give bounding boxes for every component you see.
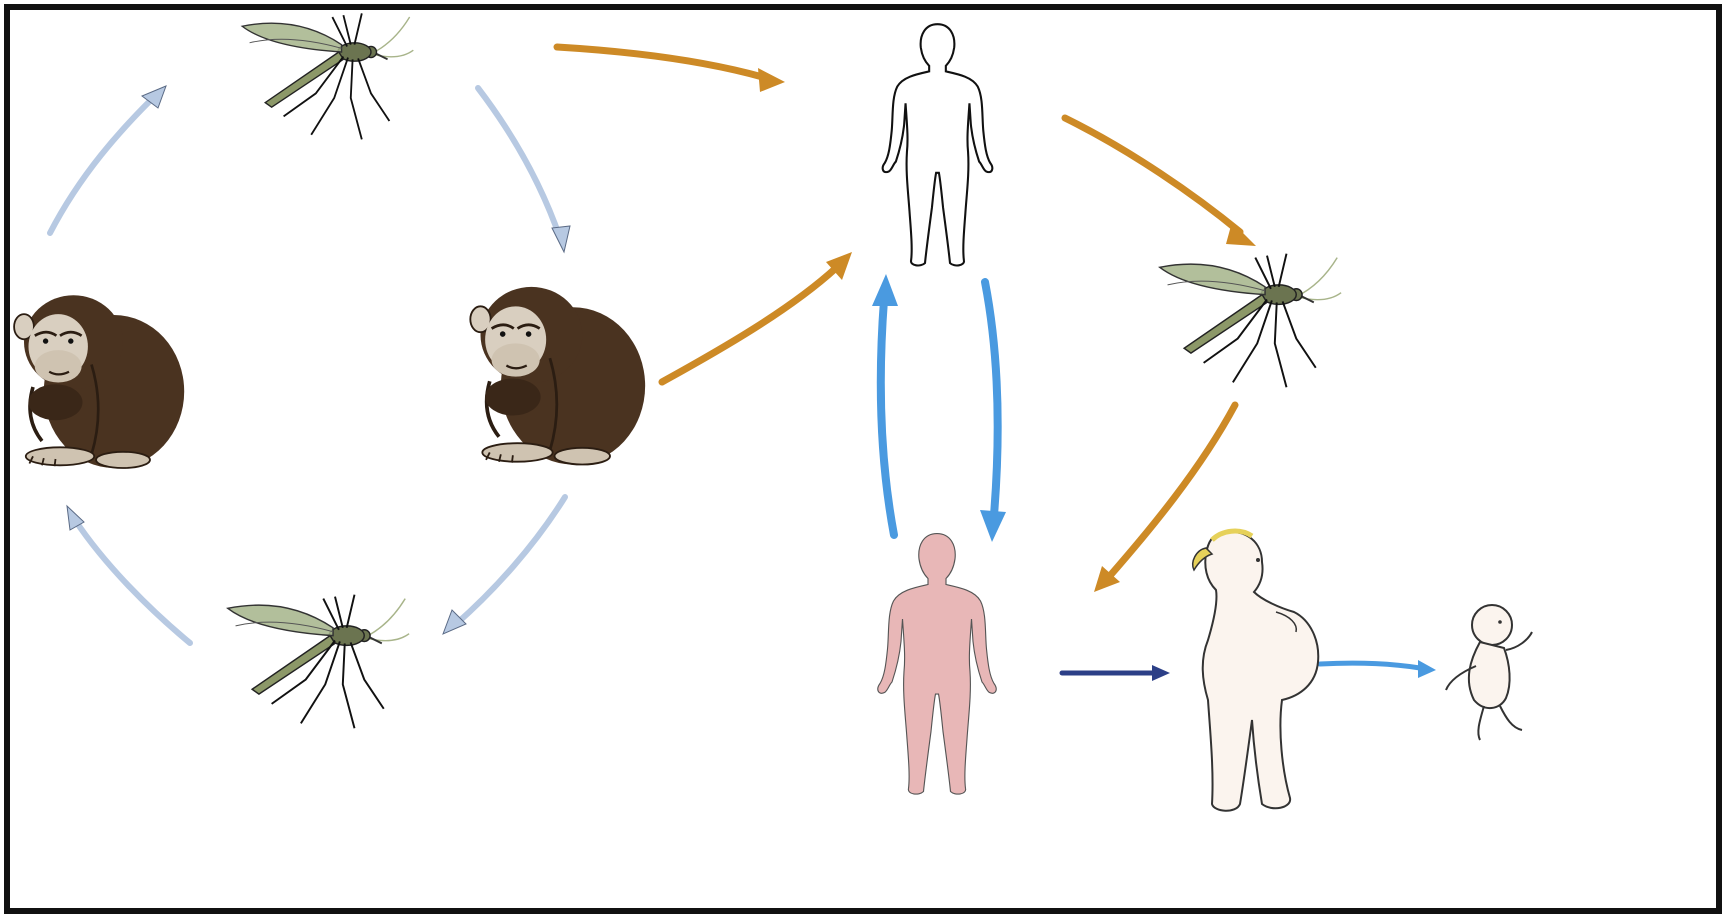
arrow-human-to-female bbox=[985, 282, 998, 515]
arrow-human-to-mosquito-right bbox=[1065, 118, 1240, 232]
arrow-mosquito-top-to-human bbox=[557, 47, 766, 78]
pregnant-woman-icon bbox=[1193, 531, 1319, 811]
arrowhead-human-to-female bbox=[980, 510, 1006, 542]
arrow-pregnant-to-infant bbox=[1320, 663, 1420, 668]
arrowhead-pregnant-to-infant bbox=[1418, 660, 1436, 678]
mosquito-right-icon bbox=[1160, 254, 1341, 388]
mosquito-bottom-icon bbox=[228, 595, 409, 729]
chimpanzee-left-icon bbox=[14, 295, 184, 468]
arrow-primate-to-mosquito-top bbox=[50, 93, 158, 233]
arrowhead-mosquito-top-to-primate-center bbox=[552, 226, 570, 252]
arrowhead-female-to-pregnant bbox=[1152, 665, 1170, 681]
arrowhead-mosquito-top-to-human bbox=[758, 68, 785, 92]
arrowhead-primate-center-to-mosquito-bottom bbox=[443, 610, 466, 634]
infant-icon bbox=[1446, 605, 1532, 740]
human-figure-icon bbox=[883, 24, 993, 265]
arrow-mosquito-bottom-to-primate-left bbox=[75, 520, 190, 643]
female-figure-icon bbox=[878, 534, 996, 795]
arrowhead-female-to-human bbox=[872, 274, 898, 306]
mosquito-top-icon bbox=[242, 13, 413, 139]
chimpanzee-center-icon bbox=[470, 287, 645, 465]
arrow-female-to-human bbox=[881, 300, 894, 535]
arrow-primate-center-to-mosquito-bottom bbox=[455, 497, 565, 625]
arrow-primate-center-to-human bbox=[662, 268, 836, 382]
arrow-mosquito-top-to-primate-center bbox=[478, 88, 560, 238]
